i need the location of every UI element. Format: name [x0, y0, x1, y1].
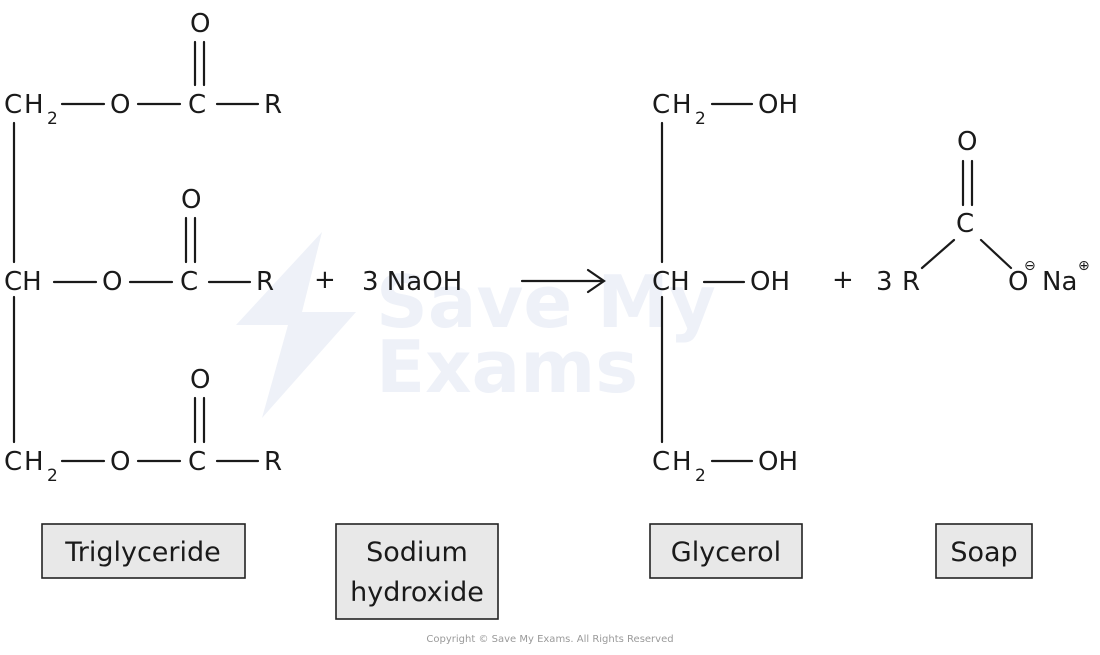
atom-o: O: [957, 127, 977, 157]
single-bond: [920, 238, 956, 270]
atom-r: R: [902, 267, 920, 297]
triglyceride-row-middle: CH O C R O: [4, 185, 274, 297]
atom-o: O: [181, 185, 201, 215]
plus-sign: +: [832, 265, 854, 295]
triglyceride-structure: C H 2 O C R O CH O C R O C: [4, 9, 282, 486]
plus-sign: +: [314, 265, 336, 295]
negative-charge-icon: ⊖: [1024, 258, 1036, 274]
atom-c: C: [4, 447, 22, 477]
reaction-arrow-icon: [520, 268, 606, 294]
label-triglyceride-text: Triglyceride: [64, 537, 221, 568]
watermark-line1: Save My: [376, 260, 716, 344]
subscript-2: 2: [47, 466, 58, 486]
triglyceride-row-top: C H 2 O C R O: [4, 9, 282, 129]
watermark-bolt-icon: [236, 232, 356, 418]
soap-coefficient: 3: [876, 267, 893, 297]
label-sodium-hydroxide: Sodium hydroxide: [335, 523, 499, 620]
label-sodium-hydroxide-line1: Sodium: [366, 537, 468, 568]
atom-c: C: [188, 447, 206, 477]
subscript-2: 2: [47, 109, 58, 129]
atom-o: O: [1008, 267, 1028, 297]
atom-ch: CH: [4, 267, 42, 297]
atom-c: C: [4, 90, 22, 120]
atom-ch: CH: [652, 267, 690, 297]
atom-h: H: [24, 447, 44, 477]
atom-c: C: [180, 267, 198, 297]
atom-o: O: [110, 447, 130, 477]
positive-charge-icon: ⊕: [1078, 258, 1090, 274]
label-sodium-hydroxide-line2: hydroxide: [350, 577, 484, 608]
watermark: Save My Exams: [236, 232, 716, 418]
subscript-2: 2: [695, 109, 706, 129]
atom-o: O: [110, 90, 130, 120]
atom-h: H: [24, 90, 44, 120]
atom-c: C: [652, 447, 670, 477]
atom-o: O: [190, 9, 210, 39]
atom-r: R: [256, 267, 274, 297]
atom-h: H: [672, 447, 692, 477]
copyright-notice: Copyright © Save My Exams. All Rights Re…: [426, 634, 673, 645]
reactant-naoh: 3 NaOH: [362, 267, 462, 297]
atom-oh: OH: [758, 90, 798, 120]
atom-oh: OH: [750, 267, 790, 297]
subscript-2: 2: [695, 466, 706, 486]
label-soap: Soap: [935, 523, 1033, 579]
label-triglyceride: Triglyceride: [41, 523, 246, 579]
label-glycerol-text: Glycerol: [671, 537, 781, 568]
soap-structure: 3 R C O O ⊖ Na ⊕: [876, 127, 1090, 297]
atom-na: Na: [1042, 267, 1077, 297]
atom-o: O: [102, 267, 122, 297]
triglyceride-row-bottom: C H 2 O C R O: [4, 365, 282, 486]
atom-o: O: [190, 365, 210, 395]
atom-c: C: [956, 209, 974, 239]
glycerol-structure: C H 2 OH CH OH C H 2 OH: [652, 90, 798, 486]
label-soap-text: Soap: [950, 537, 1017, 568]
atom-c: C: [188, 90, 206, 120]
atom-r: R: [264, 447, 282, 477]
atom-c: C: [652, 90, 670, 120]
label-glycerol: Glycerol: [649, 523, 803, 579]
watermark-line2: Exams: [376, 325, 638, 409]
atom-h: H: [672, 90, 692, 120]
atom-r: R: [264, 90, 282, 120]
atom-oh: OH: [758, 447, 798, 477]
single-bond: [979, 238, 1013, 270]
